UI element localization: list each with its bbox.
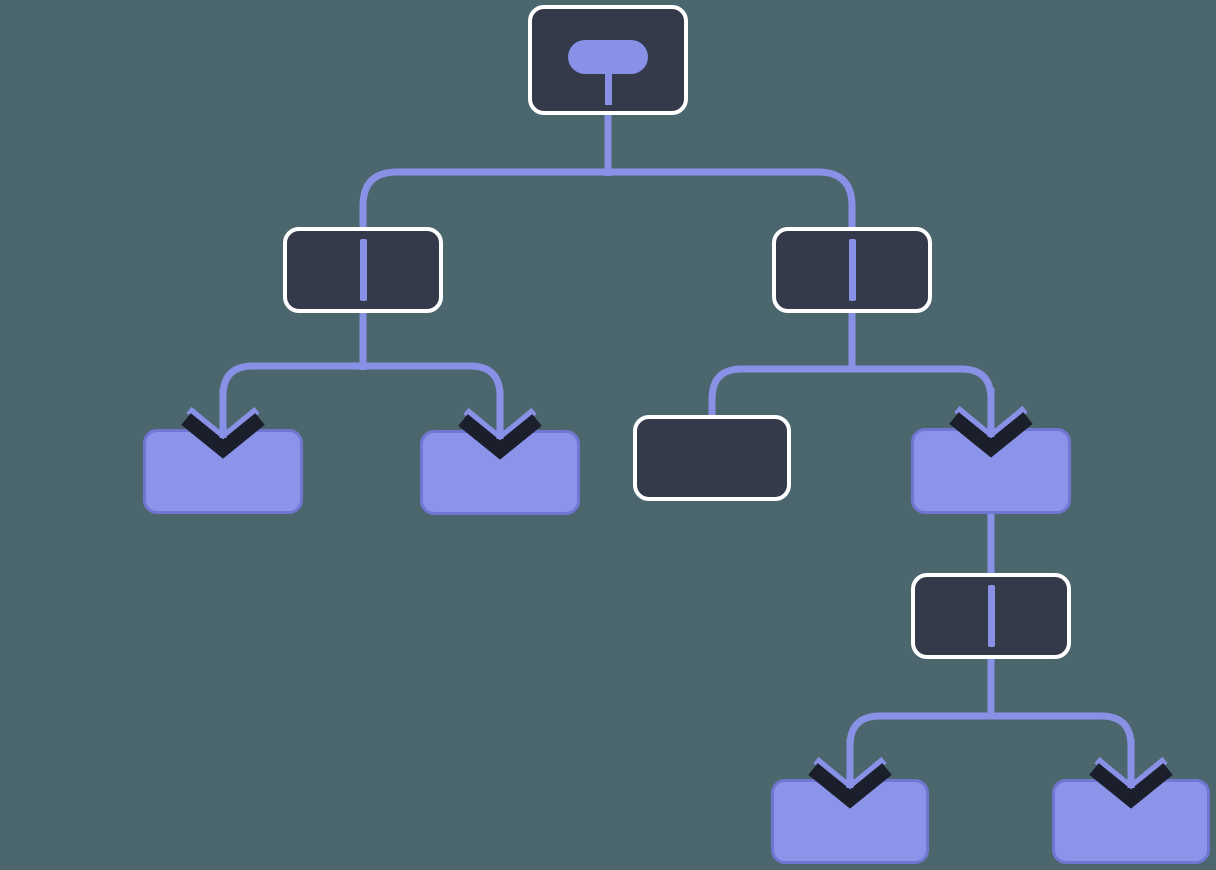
pass-through-line-icon [848, 239, 856, 301]
edge-right-rail [708, 365, 995, 420]
leaf-node-1[interactable] [143, 429, 303, 514]
pass-through-line-icon [987, 585, 995, 647]
edge-top-rail [359, 168, 856, 234]
edge-bottom-rail [846, 712, 1135, 758]
leaf-node-2[interactable] [420, 430, 580, 515]
leaf-node-3[interactable] [911, 428, 1071, 514]
branch-node-left[interactable] [283, 227, 443, 313]
dark-leaf-node[interactable] [633, 415, 791, 501]
root-node[interactable] [528, 5, 688, 115]
branch-node-right[interactable] [772, 227, 932, 313]
root-stem-icon [604, 71, 612, 105]
leaf-node-4[interactable] [771, 779, 929, 864]
root-pill-icon [568, 40, 648, 74]
branch-node-bottom[interactable] [911, 573, 1071, 659]
pass-through-line-icon [359, 239, 367, 301]
edge-left-rail [219, 362, 504, 410]
leaf-node-5[interactable] [1052, 779, 1210, 864]
